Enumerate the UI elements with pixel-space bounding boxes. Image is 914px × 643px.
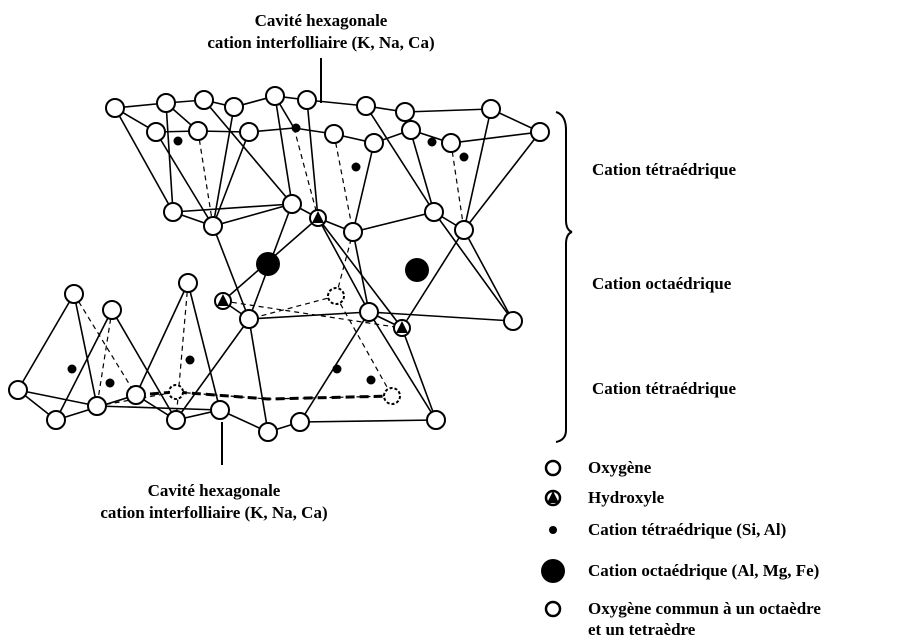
- legend-item-shared-oxygen: Oxygène commun à un octaèdre: [538, 598, 821, 620]
- hydroxyl: [215, 293, 231, 309]
- oxygen-atom: [357, 97, 375, 115]
- legend-item-tetrahedral-cation: Cation tétraédrique (Si, Al): [538, 519, 786, 541]
- oxygen-atom: [482, 100, 500, 118]
- oxygen-atom: [65, 285, 83, 303]
- oxygen-atom: [365, 134, 383, 152]
- hydroxyl: [310, 210, 326, 226]
- oxygen-atom: [240, 123, 258, 141]
- oxygen-icon: [538, 599, 568, 619]
- oxygen-atom: [88, 397, 106, 415]
- top-cavity-line1: Cavité hexagonale: [196, 10, 446, 32]
- layer-brackets: [556, 112, 572, 442]
- oxygen-atom: [167, 411, 185, 429]
- oxygen-icon: [538, 458, 568, 478]
- tetrahedral-cation: [460, 153, 469, 162]
- oxygen-atom: [328, 288, 344, 304]
- legend-spacer: [538, 620, 568, 640]
- oxygen-atom: [298, 91, 316, 109]
- legend-item-hydroxyl: Hydroxyle: [538, 487, 664, 509]
- legend-label: Oxygène: [588, 457, 651, 479]
- tetrahedral-cation: [292, 124, 301, 133]
- oxygen-atom: [266, 87, 284, 105]
- legend-item-oxygen: Oxygène: [538, 457, 651, 479]
- hydroxyl-icon: [538, 488, 568, 508]
- oxygen-atom: [147, 123, 165, 141]
- oxygen-atom: [179, 274, 197, 292]
- oxygen-atom: [195, 91, 213, 109]
- oxygen-atom: [189, 122, 207, 140]
- oxygen-atom: [106, 99, 124, 117]
- tetrahedral-cation: [174, 137, 183, 146]
- octahedral-cations: [256, 252, 429, 282]
- oxygen-atom: [442, 134, 460, 152]
- oxygen-atom: [402, 121, 420, 139]
- tetrahedral-cation: [352, 163, 361, 172]
- tetrahedral-cation: [367, 376, 376, 385]
- legend-item-octahedral-cation: Cation octaédrique (Al, Mg, Fe): [538, 560, 819, 582]
- oxygen-atom: [47, 411, 65, 429]
- oxygen-atom: [103, 301, 121, 319]
- oxygen-atom: [240, 310, 258, 328]
- oxygen-atom: [127, 386, 145, 404]
- oxygen-atom: [531, 123, 549, 141]
- tetrahedral-cation: [428, 138, 437, 147]
- oxygen-atom: [504, 312, 522, 330]
- oxygen-atom: [396, 103, 414, 121]
- oxygen-atom: [325, 125, 343, 143]
- oxygen-atom: [283, 195, 301, 213]
- large-dot-icon: [538, 561, 568, 581]
- oxygen-atom: [157, 94, 175, 112]
- oxygen-atom: [291, 413, 309, 431]
- tetrahedral-cation: [68, 365, 77, 374]
- layer-label-middle: Cation octaédrique: [592, 273, 731, 295]
- hydroxyl: [394, 320, 410, 336]
- legend-label: Cation tétraédrique (Si, Al): [588, 519, 786, 541]
- bracket-top: [556, 112, 572, 232]
- oxygen-atom: [204, 217, 222, 235]
- octahedral-cation: [405, 258, 429, 282]
- oxygen-atom: [225, 98, 243, 116]
- bottom-cavity-label: Cavité hexagonale cation interfolliaire …: [84, 480, 344, 524]
- oxygen-atom: [360, 303, 378, 321]
- bottom-cavity-line2: cation interfolliaire (K, Na, Ca): [84, 502, 344, 524]
- layer-label-top: Cation tétraédrique: [592, 159, 736, 181]
- oxygen-atom: [425, 203, 443, 221]
- legend-item-shared-oxygen-cont: et un tetraèdre: [538, 619, 695, 641]
- top-cavity-label: Cavité hexagonale cation interfolliaire …: [196, 10, 446, 54]
- oxygen-atom: [9, 381, 27, 399]
- oxygen-atom: [344, 223, 362, 241]
- bracket-bottom: [556, 232, 572, 442]
- oxygen-atom: [427, 411, 445, 429]
- small-dot-icon: [538, 520, 568, 540]
- oxygen-atom: [384, 388, 400, 404]
- layer-label-bottom: Cation tétraédrique: [592, 378, 736, 400]
- tetrahedral-cation: [186, 356, 195, 365]
- legend-label: et un tetraèdre: [588, 619, 695, 641]
- oxygen-atom: [169, 385, 183, 399]
- oxygen-atom: [164, 203, 182, 221]
- bottom-cavity-line1: Cavité hexagonale: [84, 480, 344, 502]
- legend-label: Cation octaédrique (Al, Mg, Fe): [588, 560, 819, 582]
- oxygen-atom: [259, 423, 277, 441]
- octahedral-cation: [256, 252, 280, 276]
- tetrahedral-cation: [333, 365, 342, 374]
- legend-label: Hydroxyle: [588, 487, 664, 509]
- legend-label: Oxygène commun à un octaèdre: [588, 598, 821, 620]
- tetrahedral-cation: [106, 379, 115, 388]
- top-cavity-line2: cation interfolliaire (K, Na, Ca): [196, 32, 446, 54]
- oxygen-atom: [211, 401, 229, 419]
- oxygen-atom: [455, 221, 473, 239]
